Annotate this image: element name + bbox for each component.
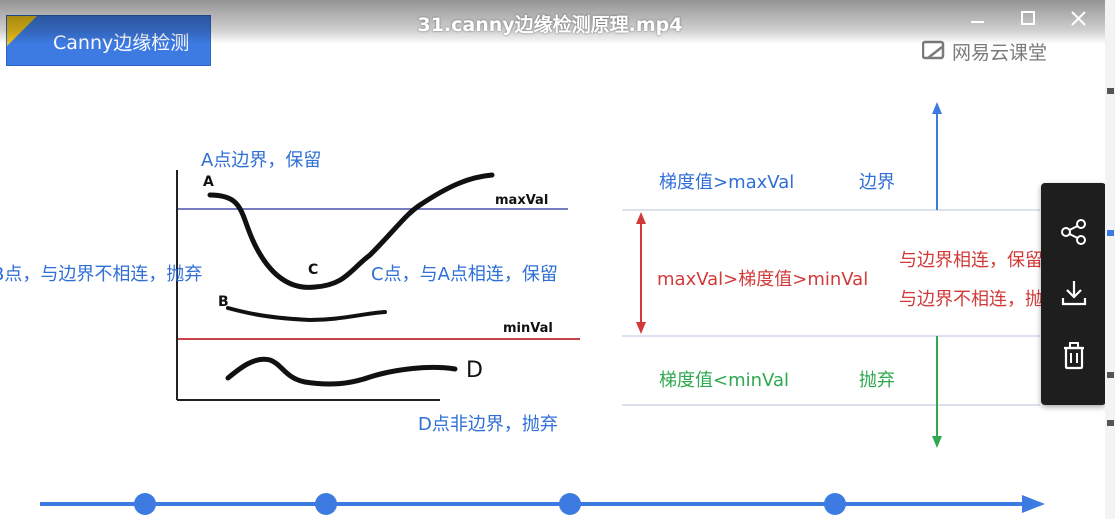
- edge-fragment: [1107, 230, 1114, 236]
- curve-b: [226, 306, 387, 323]
- annotation-d-discard: D点非边界，抛弃: [418, 414, 558, 435]
- min-val-label: minVal: [503, 321, 553, 336]
- point-label-a: A: [203, 174, 214, 190]
- badge-corner-icon: [7, 16, 37, 46]
- timeline-node: [824, 493, 846, 515]
- maximize-button[interactable]: [1014, 6, 1042, 34]
- rule-above-max-result: 边界: [859, 172, 895, 193]
- rule-below-min: 梯度值<minVal: [659, 370, 789, 391]
- rule-below-min-result: 抛弃: [859, 370, 895, 391]
- annotation-b-discard: B点，与边界不相连，抛弃: [0, 264, 203, 285]
- background-window-edge: [1105, 0, 1115, 519]
- timeline-node: [315, 493, 337, 515]
- close-button[interactable]: [1065, 6, 1093, 34]
- share-icon: [1061, 219, 1086, 245]
- annotation-a-keep: A点边界，保留: [201, 150, 322, 171]
- curve-a-c: [207, 172, 495, 290]
- download-button[interactable]: [1057, 276, 1091, 310]
- edge-fragment: [1107, 372, 1114, 378]
- trash-icon: [1064, 342, 1084, 370]
- share-button[interactable]: [1057, 215, 1091, 249]
- timeline-node: [559, 493, 581, 515]
- download-icon: [1061, 281, 1087, 306]
- delete-button[interactable]: [1057, 339, 1091, 373]
- rule-between: maxVal>梯度值>minVal: [657, 269, 869, 290]
- window-titlebar: 31.canny边缘检测原理.mp4: [0, 0, 1105, 44]
- rule-between-unconnected: 与边界不相连，抛弃: [899, 289, 1061, 310]
- annotation-c-keep: C点，与A点相连，保留: [371, 264, 558, 285]
- close-icon: [1071, 11, 1086, 26]
- slide-title-badge: Canny边缘检测: [6, 15, 211, 66]
- point-label-d: D: [466, 358, 483, 383]
- brand-name: 网易云课堂: [952, 42, 1048, 64]
- point-label-c: C: [308, 262, 319, 278]
- edge-fragment: [1107, 420, 1114, 426]
- rule-between-connected: 与边界相连，保留: [899, 250, 1043, 271]
- max-val-label: maxVal: [495, 193, 549, 208]
- minimize-icon: [971, 21, 984, 23]
- rule-above-max: 梯度值>maxVal: [659, 172, 795, 193]
- edge-fragment: [1107, 88, 1114, 94]
- curve-d: [225, 356, 458, 387]
- point-label-b: B: [218, 294, 229, 310]
- brand-logo-icon: [922, 40, 945, 60]
- slide-title: Canny边缘检测: [53, 28, 189, 55]
- floating-action-menu: [1041, 183, 1105, 405]
- timeline-node: [134, 493, 156, 515]
- minimize-button[interactable]: [964, 6, 992, 34]
- maximize-icon: [1021, 11, 1035, 25]
- video-title: 31.canny边缘检测原理.mp4: [417, 14, 683, 36]
